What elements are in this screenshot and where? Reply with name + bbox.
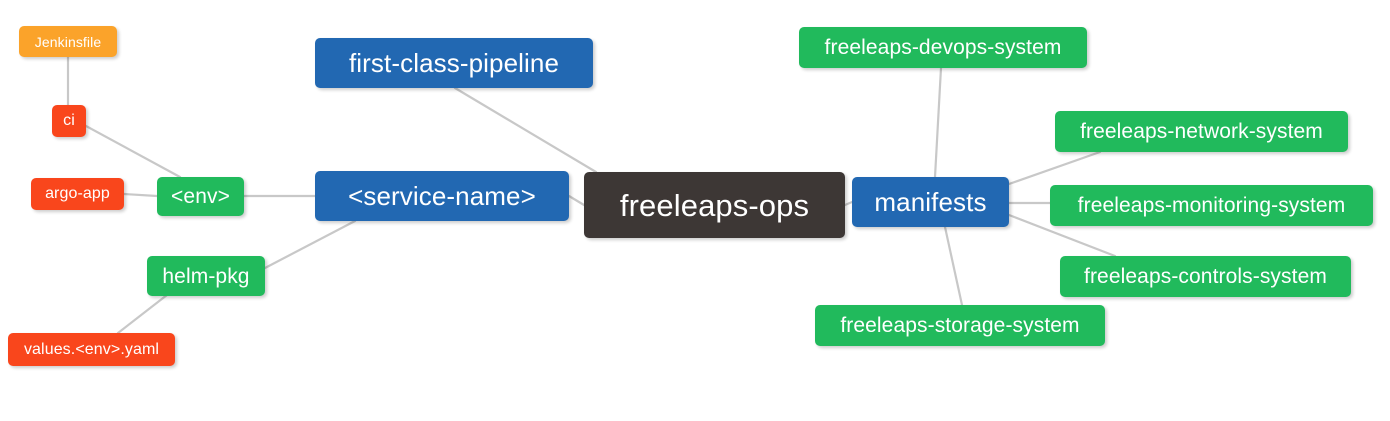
edge-manifests-to-network-system: [1007, 150, 1102, 186]
node-label: values.<env>.yaml: [23, 340, 160, 358]
node-first-class-pipeline[interactable]: first-class-pipeline: [315, 38, 593, 88]
node-freeleaps-storage-system[interactable]: freeleaps-storage-system: [815, 305, 1105, 346]
node-label: <service-name>: [348, 181, 536, 211]
node-service-name[interactable]: <service-name>: [315, 171, 569, 221]
node-label: <env>: [171, 185, 230, 208]
node-label: first-class-pipeline: [348, 48, 560, 78]
edge-env-to-argo-app: [122, 192, 159, 198]
node-env[interactable]: <env>: [157, 177, 244, 216]
node-ci[interactable]: ci: [52, 105, 86, 137]
node-manifests[interactable]: manifests: [852, 177, 1009, 227]
edge-root-to-first-class-pipeline: [453, 86, 598, 174]
node-label: Jenkinsfile: [34, 33, 102, 50]
node-label: freeleaps-monitoring-system: [1077, 194, 1346, 217]
node-freeleaps-network-system[interactable]: freeleaps-network-system: [1055, 111, 1348, 152]
edge-manifests-to-storage-system: [943, 225, 964, 307]
node-label: freeleaps-devops-system: [824, 36, 1062, 59]
node-freeleaps-devops-system[interactable]: freeleaps-devops-system: [799, 27, 1087, 68]
edge-root-to-service-name: [567, 194, 586, 207]
node-helm-pkg[interactable]: helm-pkg: [147, 256, 265, 296]
node-jenkinsfile[interactable]: Jenkinsfile: [19, 26, 117, 57]
node-values-yaml[interactable]: values.<env>.yaml: [8, 333, 175, 366]
node-freeleaps-monitoring-system[interactable]: freeleaps-monitoring-system: [1050, 185, 1373, 226]
node-argo-app[interactable]: argo-app: [31, 178, 124, 210]
edge-env-to-ci: [84, 124, 182, 179]
edge-manifests-to-devops-system: [933, 66, 943, 179]
node-label: manifests: [874, 187, 987, 217]
node-freeleaps-ops[interactable]: freeleaps-ops: [584, 172, 845, 238]
node-label: freeleaps-controls-system: [1084, 265, 1327, 288]
edge-service-name-to-helm-pkg: [263, 219, 357, 270]
node-label: argo-app: [45, 185, 110, 202]
node-label: helm-pkg: [162, 264, 250, 288]
edge-root-to-manifests: [843, 200, 854, 207]
node-freeleaps-controls-system[interactable]: freeleaps-controls-system: [1060, 256, 1351, 297]
node-label: freeleaps-storage-system: [840, 314, 1080, 337]
node-label: ci: [63, 112, 75, 129]
node-label: freeleaps-network-system: [1080, 120, 1323, 143]
node-label: freeleaps-ops: [619, 187, 810, 223]
